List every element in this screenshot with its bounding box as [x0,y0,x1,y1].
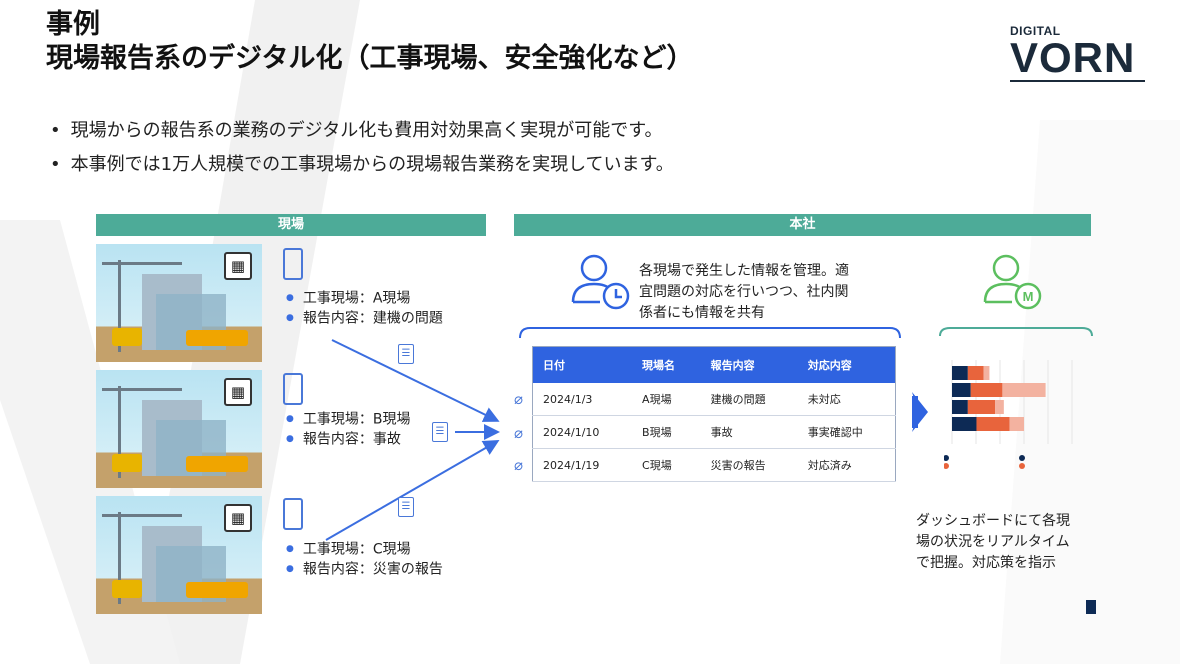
hq-desc-line: 係者にも情報を共有 [639,305,765,321]
dashboard-legend-dot [1019,463,1025,469]
qr-code-icon: ▦ [224,378,252,406]
table-cell: 2024/1/10 [532,415,633,449]
report-table: 日付 現場名 報告内容 対応内容 2024/1/3 A現場 建機の問題 未対応 … [532,346,896,482]
manager-user-icon: M [983,254,1042,310]
site-report: 報告内容：災害の報告 [286,560,443,580]
page-corner-mark [1086,600,1096,614]
qr-code-icon: ▦ [224,504,252,532]
site-info-c: 工事現場：C現場 報告内容：災害の報告 [286,540,443,579]
smartphone-icon [283,248,303,280]
table-cell: 事実確認中 [797,415,896,449]
document-icon: ☰ [398,497,414,517]
table-row[interactable]: 2024/1/10 B現場 事故 事実確認中 [532,415,896,449]
site-report: 報告内容：建機の問題 [286,309,443,329]
logo-small-text: DIGITAL [1010,24,1061,38]
title-line-2: 現場報告系のデジタル化（工事現場、安全強化など） [46,43,694,74]
site-info-b: 工事現場：B現場 報告内容：事故 [286,410,411,450]
smartphone-icon [283,373,303,405]
paperclip-icon: ⌀ [514,424,524,442]
dashboard-legend-dot [1019,455,1025,461]
manager-clock-icon [571,254,630,310]
table-header-cell: 日付 [532,346,633,383]
table-cell: 建機の問題 [700,383,798,416]
dashboard-chart [944,360,1073,469]
site-name: 工事現場：C現場 [286,540,443,560]
table-header-cell: 対応内容 [797,346,896,383]
dashboard-bar-segment [952,383,971,397]
table-header-cell: 現場名 [632,346,701,383]
table-cell: B現場 [632,415,701,449]
bullet-item-2: 本事例では1万人規模での工事現場からの現場報告業務を実現しています。 [50,148,674,182]
section-bar-hq: 本社 [514,214,1091,236]
hq-description: 各現場で発生した情報を管理。適 宜問題の対応を行いつつ、社内関 係者にも情報を共… [639,261,884,324]
bullet-list: 現場からの報告系の業務のデジタル化も費用対効果高く実現が可能です。 本事例では1… [50,114,674,182]
table-cell: 対応済み [797,448,896,482]
table-cell: 2024/1/3 [532,383,633,416]
table-header-row: 日付 現場名 報告内容 対応内容 [532,346,896,383]
dashboard-bar-segment [1009,417,1024,431]
dashboard-bar-segment [952,417,977,431]
dashboard-bar-segment [976,417,1010,431]
site-name: 工事現場：A現場 [286,289,443,309]
table-header-cell: 報告内容 [700,346,798,383]
paperclip-icon: ⌀ [514,390,524,408]
logo-big-text: VORN [1010,34,1136,81]
dashboard-description: ダッシュボードにて各現 場の状況をリアルタイム で把握。対応策を指示 [916,511,1070,574]
dashboard-bar-segment [970,383,1003,397]
dashboard-bar-segment [1002,383,1046,397]
logo-underline [1010,80,1145,82]
dashboard-bar-segment [967,400,996,414]
document-icon: ☰ [432,422,448,442]
table-cell: 2024/1/19 [532,448,633,482]
site-name: 工事現場：B現場 [286,410,411,430]
table-cell: 未対応 [797,383,896,416]
site-report: 報告内容：事故 [286,430,410,450]
dashboard-legend-dot [944,455,949,461]
bullet-item-1: 現場からの報告系の業務のデジタル化も費用対効果高く実現が可能です。 [50,114,674,148]
table-cell: C現場 [632,448,701,482]
qr-code-icon: ▦ [224,252,252,280]
dashboard-desc-line: で把握。対応策を指示 [916,555,1056,571]
site-info-a: 工事現場：A現場 報告内容：建機の問題 [286,289,443,328]
smartphone-icon [283,498,303,530]
table-row[interactable]: 2024/1/19 C現場 災害の報告 対応済み [532,448,896,482]
table-cell: A現場 [632,383,701,416]
table-cell: 災害の報告 [700,448,798,482]
page-title: 事例 現場報告系のデジタル化（工事現場、安全強化など） [46,8,693,76]
table-row[interactable]: 2024/1/3 A現場 建機の問題 未対応 [532,383,896,416]
dashboard-bar-segment [983,366,990,380]
digital-vorn-logo: DIGITAL VORN [1010,24,1145,82]
dashboard-bar-segment [995,400,1004,414]
section-bar-field: 現場 [96,214,486,236]
paperclip-icon: ⌀ [514,456,524,474]
hq-desc-line: 各現場で発生した情報を管理。適 [639,263,849,279]
dashboard-bar-segment [952,400,968,414]
dashboard-desc-line: ダッシュボードにて各現 [916,513,1070,529]
dashboard-bar-segment [952,366,968,380]
svg-text:M: M [1023,289,1034,304]
dashboard-bar-segment [967,366,984,380]
dashboard-legend-dot [944,463,949,469]
table-cell: 事故 [700,415,798,449]
document-icon: ☰ [398,344,414,364]
title-line-1: 事例 [46,9,100,40]
hq-desc-line: 宜問題の対応を行いつつ、社内関 [639,284,849,300]
dashboard-desc-line: 場の状況をリアルタイム [916,534,1070,550]
